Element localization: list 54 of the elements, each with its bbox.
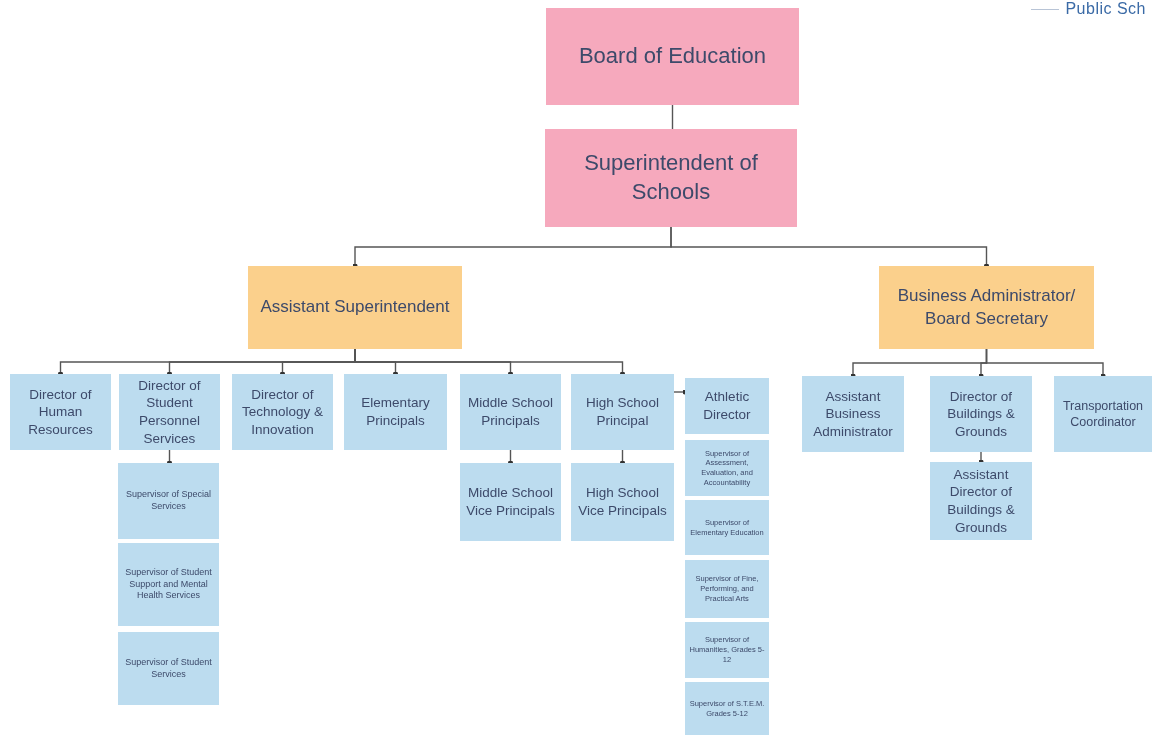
org-box [685,622,769,678]
org-box [571,374,674,450]
org-box [118,632,219,705]
role-title: Supervisor of Special Services [124,489,212,513]
org-box [685,560,769,618]
org-box [119,374,220,450]
role-title: Supervisor of Student Services [124,656,213,681]
role-title: Transportation Coordinator [1061,397,1145,431]
connector-line [985,348,1106,379]
org-box [344,374,447,450]
role-title: Business Administrator/ Board Secretary [896,285,1077,330]
org-box [685,378,769,434]
role-title: Director of Buildings & Grounds [946,387,1016,441]
role-title: Assistant Director of Buildings & Grounds [946,465,1016,537]
org-box [118,463,219,539]
role-title: Director of Student Personnel Services [137,376,202,448]
org-box [879,266,1094,349]
org-box [571,463,674,541]
connector-line [354,348,625,377]
role-title: Elementary Principals [360,394,431,430]
org-box [460,463,561,541]
role-title: Middle School Principals [467,394,554,430]
district-name: Public Sch [1065,0,1146,18]
org-box [118,543,219,626]
org-box [460,374,561,450]
connector-line [167,449,172,466]
org-box [248,266,462,349]
org-box [545,129,797,227]
connector-line [508,449,513,466]
org-box [232,374,333,450]
role-title: Assistant Business Administrator [812,387,894,441]
org-box [685,500,769,555]
org-box [930,376,1032,452]
role-title: High School Vice Principals [577,484,668,520]
role-title: Assistant Superintendent [260,296,450,319]
connector-line [620,449,625,466]
role-title: Superintendent of Schools [583,149,759,206]
role-title: Middle School Vice Principals [465,484,556,520]
connector-line [978,451,984,465]
org-box [546,8,799,105]
org-box [10,374,111,450]
org-box [685,682,769,735]
role-title: Board of Education [578,42,767,71]
role-title: Director of Technology & Innovation [240,385,325,439]
org-box [930,462,1032,540]
org-box [802,376,904,452]
org-box [1054,376,1152,452]
org-box [685,440,769,496]
connector-line [671,104,674,130]
role-title: Supervisor of Student Support and Mental Health Services [124,566,213,603]
role-title: High School Principal [585,394,660,430]
role-title: Director of Human Resources [27,385,94,439]
role-title: Athletic Director [702,388,752,424]
connector-line [670,226,989,269]
